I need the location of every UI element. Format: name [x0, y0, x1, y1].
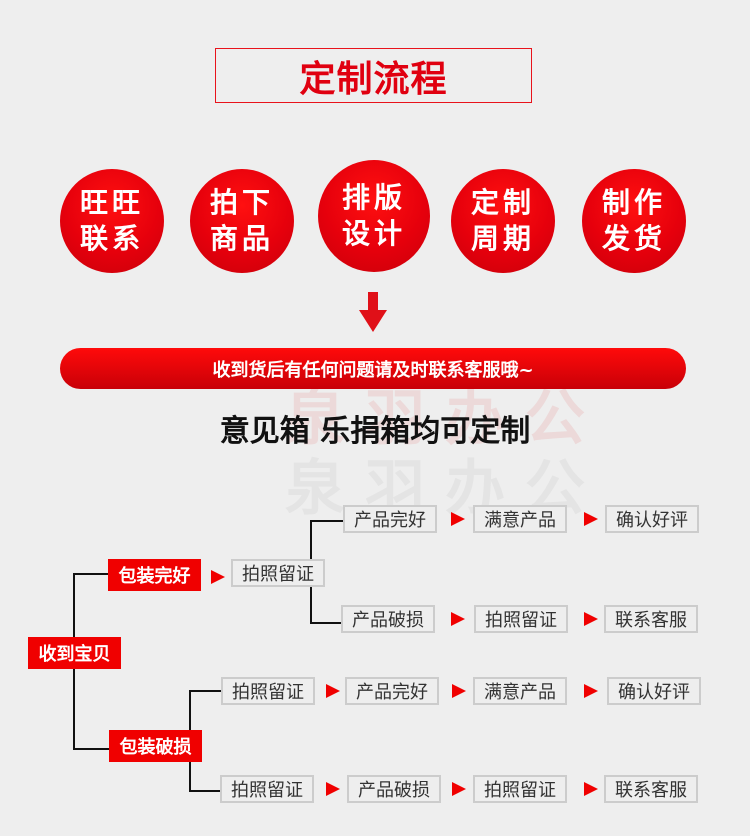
- arrow-right-icon: [584, 782, 598, 796]
- page-title: 定制流程: [215, 48, 532, 103]
- step-line1: 拍下: [209, 186, 274, 219]
- step-line2: 设计: [341, 217, 406, 250]
- step-line1: 定制: [470, 186, 535, 219]
- step-line2: 商品: [209, 222, 274, 255]
- arrow-right-icon: [452, 782, 466, 796]
- connector-line: [73, 748, 109, 750]
- node-photo: 拍照留证: [473, 775, 567, 803]
- node-product-good: 产品完好: [343, 505, 437, 533]
- connector-line: [189, 790, 221, 792]
- node-photo: 拍照留证: [474, 605, 568, 633]
- step-design: 排版设计: [318, 160, 430, 272]
- step-line1: 排版: [341, 181, 406, 214]
- step-line1: 制作: [601, 186, 666, 219]
- arrow-right-icon: [584, 684, 598, 698]
- node-product-damaged: 产品破损: [347, 775, 441, 803]
- node-photo: 拍照留证: [220, 775, 314, 803]
- step-order: 拍下商品: [190, 169, 294, 273]
- node-product-damaged: 产品破损: [341, 605, 435, 633]
- node-photo: 拍照留证: [231, 559, 325, 587]
- node-contact-service: 联系客服: [604, 605, 698, 633]
- node-confirm-review: 确认好评: [607, 677, 701, 705]
- node-satisfied: 满意产品: [473, 677, 567, 705]
- arrow-right-icon: [452, 684, 466, 698]
- notice-banner: 收到货后有任何问题请及时联系客服哦~: [60, 348, 686, 389]
- connector-line: [73, 573, 109, 575]
- arrow-right-icon: [584, 612, 598, 626]
- arrow-right-icon: [451, 612, 465, 626]
- step-line2: 发货: [601, 222, 666, 255]
- node-confirm-review: 确认好评: [605, 505, 699, 533]
- node-root: 收到宝贝: [28, 637, 121, 669]
- node-product-good: 产品完好: [345, 677, 439, 705]
- step-contact: 旺旺联系: [60, 169, 164, 273]
- node-damaged-package: 包装破损: [109, 730, 202, 762]
- connector-line: [310, 520, 344, 522]
- node-photo: 拍照留证: [221, 677, 315, 705]
- step-period: 定制周期: [451, 169, 555, 273]
- node-good-package: 包装完好: [108, 559, 201, 591]
- arrow-right-icon: [211, 570, 225, 584]
- section-heading: 意见箱 乐捐箱均可定制: [219, 414, 531, 449]
- node-satisfied: 满意产品: [473, 505, 567, 533]
- step-line2: 周期: [470, 222, 535, 255]
- step-ship: 制作发货: [582, 169, 686, 273]
- connector-line: [189, 690, 222, 692]
- arrow-right-icon: [451, 512, 465, 526]
- watermark: 泉羽办公: [285, 384, 605, 454]
- arrow-right-icon: [326, 782, 340, 796]
- arrow-right-icon: [326, 684, 340, 698]
- arrow-right-icon: [584, 512, 598, 526]
- step-line1: 旺旺: [79, 186, 144, 219]
- node-contact-service: 联系客服: [604, 775, 698, 803]
- connector-line: [310, 622, 342, 624]
- arrow-down-icon: [359, 292, 387, 332]
- step-line2: 联系: [79, 222, 144, 255]
